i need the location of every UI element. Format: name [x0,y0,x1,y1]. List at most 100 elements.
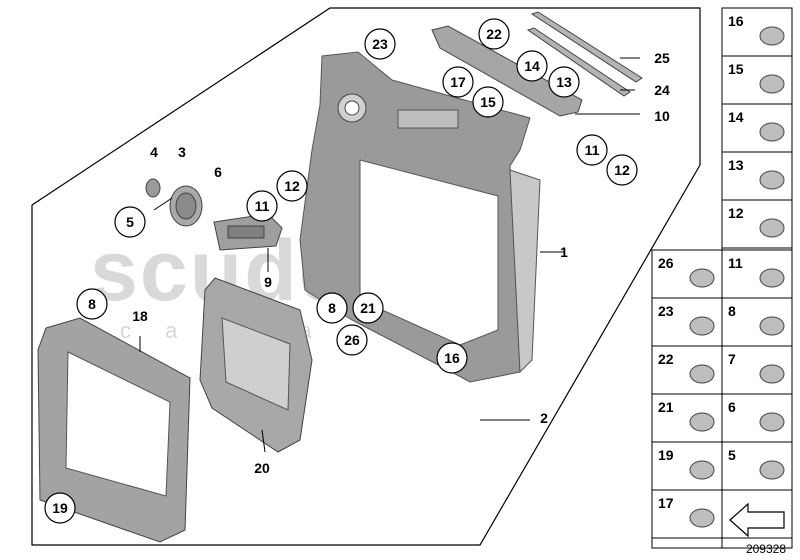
console-frame-part [299,51,541,383]
legend-number: 12 [728,205,744,221]
collar-screw-icon [689,508,715,528]
assembly-outline [31,7,701,546]
legend-number: 13 [728,157,744,173]
callout-14: 14 [516,50,548,82]
hex-screw-icon [689,460,715,480]
callout-20: 20 [254,460,270,476]
clamp-icon [759,460,785,480]
callout-number: 21 [360,300,376,316]
cap-part [145,178,161,198]
callout-number: 16 [444,350,460,366]
callout-number: 17 [450,74,466,90]
callout-2: 2 [540,410,548,426]
legend-number: 5 [728,447,736,463]
callout-circle [606,154,638,186]
legend-number: 8 [728,303,736,319]
legend-cell-flange-screw: 13 [721,151,793,201]
diagram-id: 209328 [745,542,786,556]
callout-24: 24 [654,82,670,98]
legend-cell-hex-screw: 19 [651,441,723,491]
callout-number: 25 [654,50,670,66]
callout-18: 18 [132,308,148,324]
callout-25: 25 [654,50,670,66]
legend-number: 6 [728,399,736,415]
callout-number: 9 [264,274,272,290]
legend-cell-expansion-nut: 23 [651,297,723,347]
callout-circle [442,66,474,98]
expanding-rivet-icon [689,412,715,432]
legend-number: 26 [658,255,674,271]
callout-circle [478,18,510,50]
legend-number: 19 [658,447,674,463]
callout-15: 15 [472,86,504,118]
countersunk-screw-icon [689,364,715,384]
legend-cell-washer: 26 [651,249,723,299]
callout-number: 22 [486,26,502,42]
legend-cell-expanding-rivet: 21 [651,393,723,443]
callout-8: 8 [76,288,108,320]
callout-circle [44,492,76,524]
callout-12: 12 [606,154,638,186]
callout-circle [576,134,608,166]
callout-circle [276,170,308,202]
callout-23: 23 [364,28,396,60]
mounting-rail-part [431,25,583,117]
callout-number: 19 [52,500,68,516]
blind-rivet-icon [759,364,785,384]
callout-number: 12 [284,178,300,194]
trim-strips-part [526,11,643,97]
callout-number: 15 [480,94,496,110]
callout-9: 9 [264,274,272,290]
legend-number: 14 [728,109,744,125]
legend-number: 21 [658,399,674,415]
clip-nut-icon [759,26,785,46]
legend-cell-square-nut: 8 [721,297,793,347]
legend-cell-collar-screw: 17 [651,489,723,539]
callout-circle [548,66,580,98]
legend-cell-blind-rivet: 7 [721,345,793,395]
callout-circle [352,292,384,324]
callout-19: 19 [44,492,76,524]
callout-number: 14 [524,58,540,74]
callout-circle [246,190,278,222]
callout-5: 5 [114,206,146,238]
legend-number: 22 [658,351,674,367]
leader-lines [139,57,640,453]
legend-cell-orientation-arrow [721,489,793,539]
legend-number: 11 [728,255,743,271]
callout-circle [472,86,504,118]
legend-cell-border [721,489,793,539]
flange-screw-icon [759,170,785,190]
legend-cell-collar-nut: 14 [721,103,793,153]
bezel-trim-part [37,317,191,543]
callout-number: 11 [585,142,600,158]
self-tapping-screw-icon [759,218,785,238]
callout-16: 16 [436,342,468,374]
spacer-sleeve-icon [759,74,785,94]
handle-part [213,213,283,251]
callout-1: 1 [560,244,568,260]
callout-11: 11 [246,190,278,222]
legend-cell-border [721,199,793,249]
callout-number: 24 [654,82,670,98]
callout-number: 10 [654,108,670,124]
collar-nut-icon [759,122,785,142]
legend-cell-spring-nut: 11 [721,249,793,299]
callout-10: 10 [654,108,670,124]
square-nut-icon [759,316,785,336]
callout-number: 18 [132,308,148,324]
legend-cell-self-tapping-screw: 12 [721,199,793,249]
legend-number: 7 [728,351,736,367]
expansion-nut-icon [689,316,715,336]
callout-number: 13 [556,74,572,90]
legend-cell-clamp: 5 [721,441,793,491]
callout-number: 3 [178,144,186,160]
callout-circle [364,28,396,60]
legend-cell-hex-nut: 6 [721,393,793,443]
callout-number: 20 [254,460,270,476]
callout-number: 8 [88,296,96,312]
callout-circle [114,206,146,238]
callout-17: 17 [442,66,474,98]
